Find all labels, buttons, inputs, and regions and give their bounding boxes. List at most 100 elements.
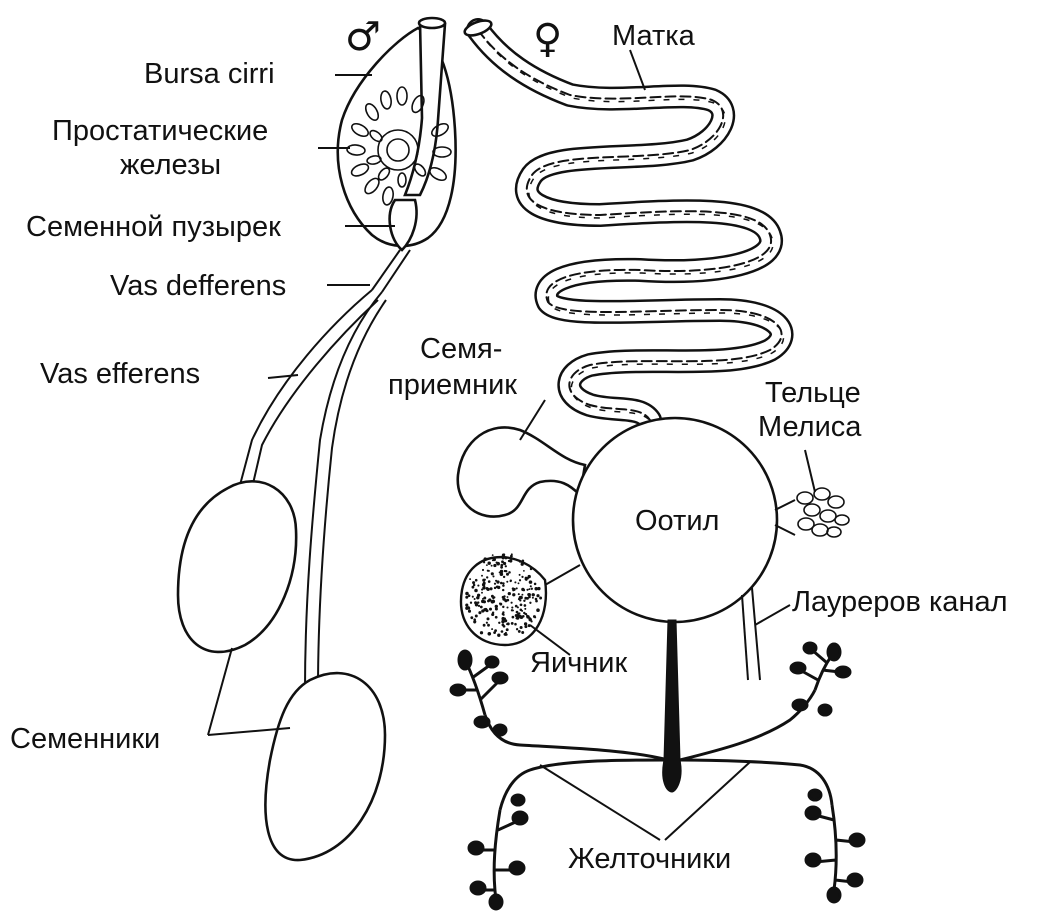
ovary-stipple-dot (487, 600, 490, 603)
ovary-stipple-dot (486, 609, 489, 612)
ovary-stipple-dot (504, 570, 506, 572)
ovary-stipple-dot (515, 617, 517, 619)
ovary-stipple-dot (505, 620, 508, 623)
ovary-stipple-dot (524, 613, 526, 615)
ovary-stipple-dot (504, 599, 507, 602)
ovary-stipple-dot (522, 560, 525, 563)
male-symbol: ♂ (345, 14, 381, 60)
ovary-stipple-dot (491, 565, 493, 567)
label-testes: Семенники (10, 723, 160, 755)
female-reproductive-system (451, 18, 864, 909)
ovary-stipple-dot (488, 632, 492, 636)
ovary-stipple-dot (491, 572, 494, 575)
ovary-stipple-dot (475, 579, 478, 582)
ovary-stipple-dot (524, 622, 527, 625)
ovary-stipple-dot (531, 588, 533, 590)
ovary-stipple-dot (525, 577, 528, 580)
ovary-stipple-dot (469, 578, 471, 580)
ovary-stipple-dot (508, 571, 511, 574)
ovary-stipple-dot (515, 614, 518, 617)
ovary-stipple-dot (521, 631, 524, 634)
ovary-stipple-dot (483, 586, 485, 588)
ovary-stipple-dot (465, 596, 468, 599)
ovary-stipple-dot (472, 596, 474, 598)
ovary-stipple-dot (496, 562, 500, 566)
ovary-stipple-dot (524, 608, 526, 610)
ovary-stipple-dot (474, 589, 478, 593)
ovary-stipple-dot (486, 558, 488, 560)
ovary-stipple-dot (503, 595, 505, 597)
ovary-stipple-dot (529, 602, 531, 604)
ovary-stipple-dot (506, 573, 509, 576)
ovary-stipple-dot (497, 634, 500, 637)
ovary-stipple-dot (517, 606, 519, 608)
ovary-stipple-dot (495, 607, 498, 610)
ovary-stipple-dot (492, 597, 494, 599)
label-mehlis-line1: Тельце (765, 377, 861, 409)
ovary-stipple-dot (527, 593, 531, 597)
ovary-stipple-dot (499, 571, 501, 573)
ovary-stipple-dot (483, 561, 485, 563)
ovary-stipple-dot (487, 561, 490, 564)
ovary-stipple-dot (519, 599, 521, 601)
ovary-stipple-dot (521, 576, 523, 578)
vitelline-duct-left (500, 760, 668, 810)
ovary-stipple-dot (486, 622, 488, 624)
label-receptaculum-line2: приемник (388, 369, 517, 401)
ovary-stipple-dot (519, 561, 521, 563)
ovary-stipple-dot (481, 575, 483, 577)
ovary-stipple-dot (523, 570, 525, 572)
ovary-stipple-dot (468, 606, 470, 608)
ovary-stipple-dot (475, 615, 478, 618)
ovary-stipple-dot (480, 606, 483, 609)
ovary-stipple-dot (523, 600, 525, 602)
ovary-stipple-dot (526, 597, 529, 600)
ovary-stipple-dot (516, 587, 518, 589)
ovary-stipple-dot (483, 624, 486, 627)
label-prostate-line2: железы (120, 149, 221, 181)
ovary-stipple-dot (502, 613, 505, 616)
ovary-stipple-dot (533, 594, 535, 596)
ovary-stipple-dot (468, 594, 471, 597)
ovary-stipple-dot (529, 580, 533, 584)
ovary-stipple-dot (508, 592, 511, 595)
ovary-stipple-dot (473, 618, 476, 621)
ovary-stipple-dot (489, 608, 492, 611)
label-vitellaria: Желточники (568, 843, 731, 875)
label-prostate-line1: Простатические (52, 115, 268, 147)
ovary-stipple-dot (518, 630, 521, 633)
ovary-stipple-dot (482, 569, 484, 571)
vitellaria-left-lower (469, 795, 527, 909)
label-ootype: Оотил (635, 505, 719, 537)
ovary-stipple-dot (506, 581, 508, 583)
ovary-stipple-dot (482, 598, 484, 600)
ovary-stipple-dot (530, 568, 532, 570)
ovary-stipple-dot (491, 628, 493, 630)
ovary-stipple-dot (513, 588, 516, 591)
ovary-stipple-dot (481, 592, 483, 594)
ovary-stipple-dot (519, 596, 523, 600)
leader-mehlis (805, 450, 815, 492)
ovary-stipple-dot (487, 617, 490, 620)
ovary-stipple-dot (477, 585, 479, 587)
testis-upper (178, 481, 296, 652)
ovary-stipple-dot (478, 605, 480, 607)
ovary-stipple-dot (502, 582, 504, 584)
ovary-stipple-dot (524, 604, 527, 607)
ovary-stipple-dot (480, 631, 483, 634)
vitelline-duct-main (663, 620, 681, 792)
ovary-stipple-dot (519, 579, 521, 581)
ovary-stipple-dot (472, 581, 475, 584)
ovary-stipple-dot (492, 554, 494, 556)
ovary-stipple-dot (504, 617, 506, 619)
laurer-canal (742, 595, 748, 680)
ovary-stipple-dot (492, 612, 494, 614)
label-bursa-cirri: Bursa cirri (144, 58, 275, 90)
ovary-stipple-dot (493, 564, 496, 567)
ovary-stipple-dot (488, 580, 491, 583)
ovary-stipple-dot (507, 596, 509, 598)
ovary-stipple-dot (500, 564, 503, 567)
ovary-stipple-dot (481, 609, 484, 612)
ovary-stipple-dot (532, 597, 534, 599)
ovary-stipple-dot (502, 554, 505, 557)
